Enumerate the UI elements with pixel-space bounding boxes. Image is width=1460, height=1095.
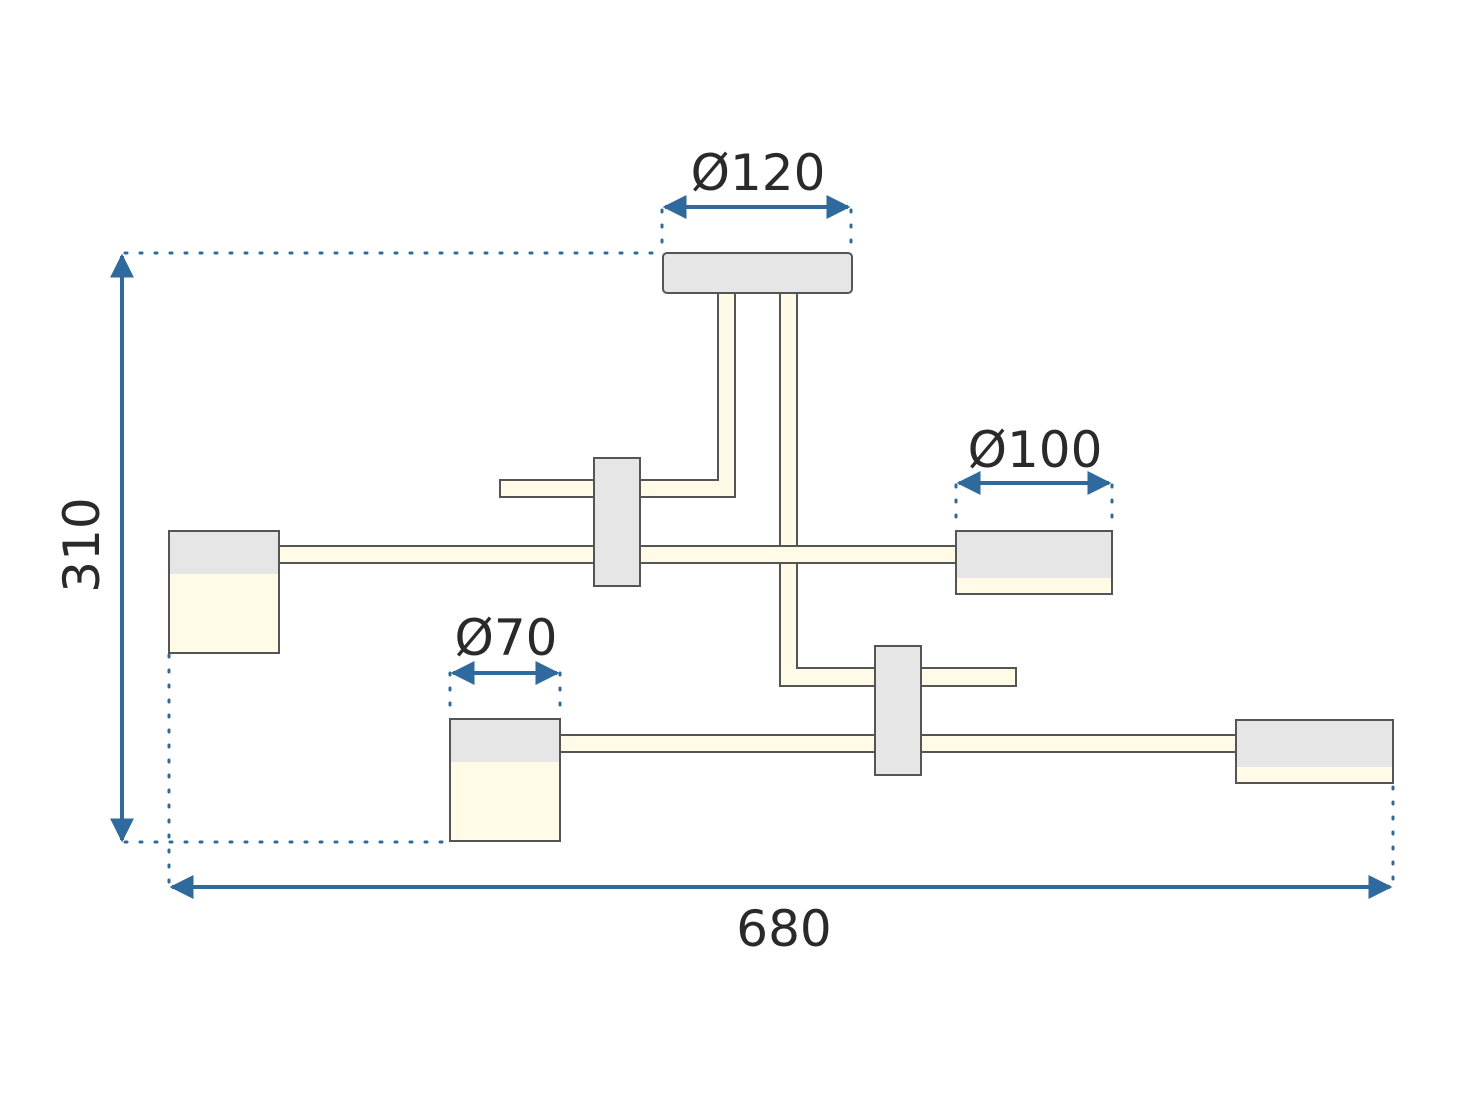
dimension-arrows [110, 195, 1393, 899]
ceiling-canopy [662, 252, 853, 294]
height-label: 310 [53, 497, 111, 592]
left-lamp-shade [168, 530, 280, 654]
left-suspension-rod [639, 292, 736, 498]
lamp-body [168, 252, 1394, 842]
upper-arm-connector [593, 457, 641, 587]
large-lamp-shade-upper [955, 530, 1113, 595]
lower-right-stub-arm [920, 667, 1017, 687]
upper-left-stub-arm [499, 479, 596, 498]
large-lamp-shade-lower [1235, 719, 1394, 784]
width-label: 680 [736, 900, 831, 958]
canopy-diameter-label: Ø120 [691, 144, 826, 202]
large-shade-diameter-label: Ø100 [968, 421, 1103, 479]
lower-arm-connector [874, 645, 922, 776]
small-lamp-shade [449, 718, 561, 842]
dotted-guides [123, 208, 1395, 890]
small-shade-diameter-label: Ø70 [455, 609, 558, 667]
right-suspension-rod [779, 292, 876, 687]
